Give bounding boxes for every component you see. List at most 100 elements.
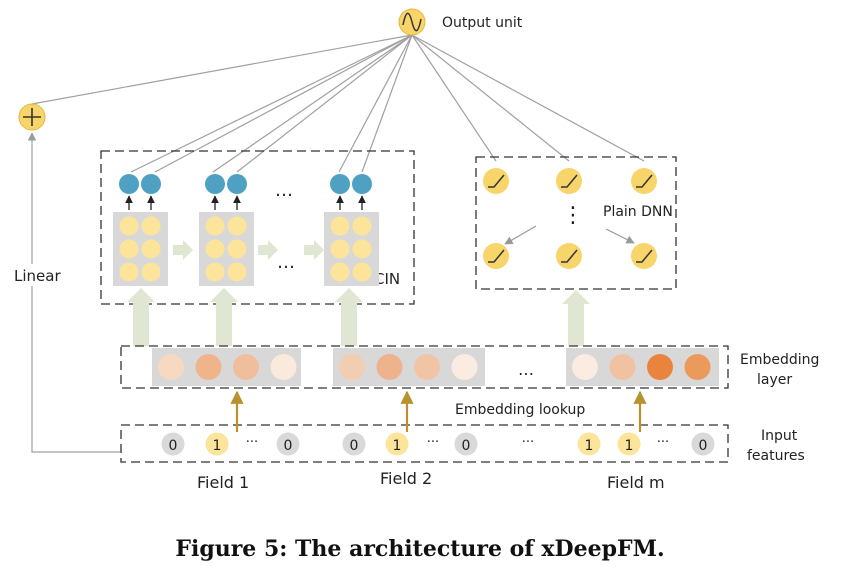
cin-content: …… <box>113 174 379 286</box>
dnn-arrow-right <box>605 228 635 244</box>
cin-flow-arrow-0 <box>173 240 193 260</box>
green-up-arrow-1 <box>210 288 238 346</box>
cin-output-node <box>141 174 161 194</box>
field-m-label: Field m <box>607 473 665 492</box>
plain-dnn-label: Plain DNN <box>603 204 673 220</box>
relu-icon <box>488 174 505 188</box>
cin-flow-arrow-2 <box>304 240 324 260</box>
embedding-layer-box <box>120 345 729 389</box>
linear-sum-node <box>18 103 46 131</box>
dnn-box <box>475 156 677 290</box>
embedding-content: … <box>152 348 719 386</box>
cin-neuron <box>119 239 139 259</box>
embedding-layer-label-2: layer <box>757 372 792 388</box>
cin-neuron <box>141 216 161 236</box>
output-connection-line-9 <box>411 34 645 162</box>
cin-neuron <box>227 216 247 236</box>
embedding-lookup-label: Embedding lookup <box>455 402 585 418</box>
cin-top-ellipsis: … <box>275 180 293 201</box>
embedding-layer-label-1: Embedding <box>740 352 819 368</box>
cin-neuron <box>352 216 372 236</box>
relu-icon <box>488 249 505 263</box>
cin-neuron <box>205 239 225 259</box>
input-field-ellipsis-0: ··· <box>246 435 258 450</box>
cin-neuron <box>330 216 350 236</box>
cin-neuron <box>330 262 350 282</box>
cin-neuron <box>119 262 139 282</box>
input-feature-value: 1 <box>393 438 402 454</box>
cin-neuron <box>352 262 372 282</box>
embedding-vector-cell <box>684 354 711 380</box>
input-feature-node <box>617 432 641 456</box>
embedding-vector-cell <box>414 354 440 380</box>
input-feature-node <box>454 432 478 456</box>
input-feature-value: 1 <box>585 438 594 454</box>
cin-neuron <box>205 262 225 282</box>
cin-neuron <box>119 216 139 236</box>
cin-label: CIN <box>374 270 400 288</box>
dnn-neuron-0 <box>483 168 509 194</box>
dnn-arrow-left <box>504 225 537 245</box>
cin-neuron <box>227 262 247 282</box>
output-connection-line-4 <box>236 34 413 173</box>
embedding-vector-cell <box>195 354 222 380</box>
embedding-vector-cell <box>451 354 478 380</box>
linear-label: Linear <box>14 267 61 285</box>
green-up-arrow-0 <box>127 288 155 346</box>
cin-output-node <box>330 174 350 194</box>
cin-box <box>100 150 415 305</box>
input-feature-node <box>691 432 715 456</box>
input-feature-value: 0 <box>350 438 359 454</box>
input-feature-node <box>276 432 300 456</box>
input-feature-value: 0 <box>462 438 471 454</box>
input-feature-value: 0 <box>699 438 708 454</box>
embedding-vector-cell <box>158 354 184 380</box>
field-1-label: Field 1 <box>197 473 249 492</box>
dnn-neuron-4 <box>556 243 582 269</box>
cin-output-node <box>205 174 225 194</box>
input-feature-value: 1 <box>625 438 634 454</box>
embedding-vector-cell <box>609 354 636 380</box>
embedding-vector-cell <box>376 354 403 380</box>
input-feature-node <box>385 432 409 456</box>
cin-mid-ellipsis: … <box>277 252 295 273</box>
cin-output-node <box>119 174 139 194</box>
cin-neuron <box>205 216 225 236</box>
embedding-vector-cell <box>270 354 297 380</box>
relu-icon <box>636 249 653 263</box>
input-feature-node <box>161 432 185 456</box>
cin-neuron <box>227 239 247 259</box>
dnn-neuron-1 <box>556 168 582 194</box>
cin-output-node <box>352 174 372 194</box>
input-features-label-2: features <box>747 448 805 464</box>
input-field-ellipsis-2: ··· <box>657 435 669 450</box>
input-features-label-1: Input <box>761 428 798 444</box>
input-feature-node <box>342 432 366 456</box>
green-up-arrow-2 <box>335 288 363 346</box>
cin-neuron <box>141 262 161 282</box>
cin-flow-arrow-1 <box>258 240 278 260</box>
dnn-neuron-5 <box>631 243 657 269</box>
output-connection-line-3 <box>212 34 413 173</box>
output-connection-line-7 <box>411 34 497 162</box>
linear-path <box>27 132 120 453</box>
embedding-to-model-arrows <box>127 288 590 346</box>
linear-label-bg <box>10 264 68 286</box>
output-connection-line-0 <box>31 34 413 105</box>
output-connection-line-8 <box>411 34 570 162</box>
output-unit-label: Output unit <box>442 15 523 31</box>
input-between-fields-ellipsis: ··· <box>522 435 534 450</box>
embedding-vector-cell <box>233 354 259 380</box>
relu-icon <box>561 249 578 263</box>
embedding-vector-cell <box>647 354 673 380</box>
cin-output-node <box>227 174 247 194</box>
input-feature-value: 0 <box>169 438 178 454</box>
output-connection-line-5 <box>338 34 413 173</box>
dnn-neuron-2 <box>631 168 657 194</box>
lookup-arrows <box>230 390 647 432</box>
output-connection-line-6 <box>361 34 413 173</box>
embedding-vector-cell <box>572 354 598 380</box>
plus-icon <box>23 108 41 126</box>
dnn-content: ⋮ <box>483 168 657 269</box>
